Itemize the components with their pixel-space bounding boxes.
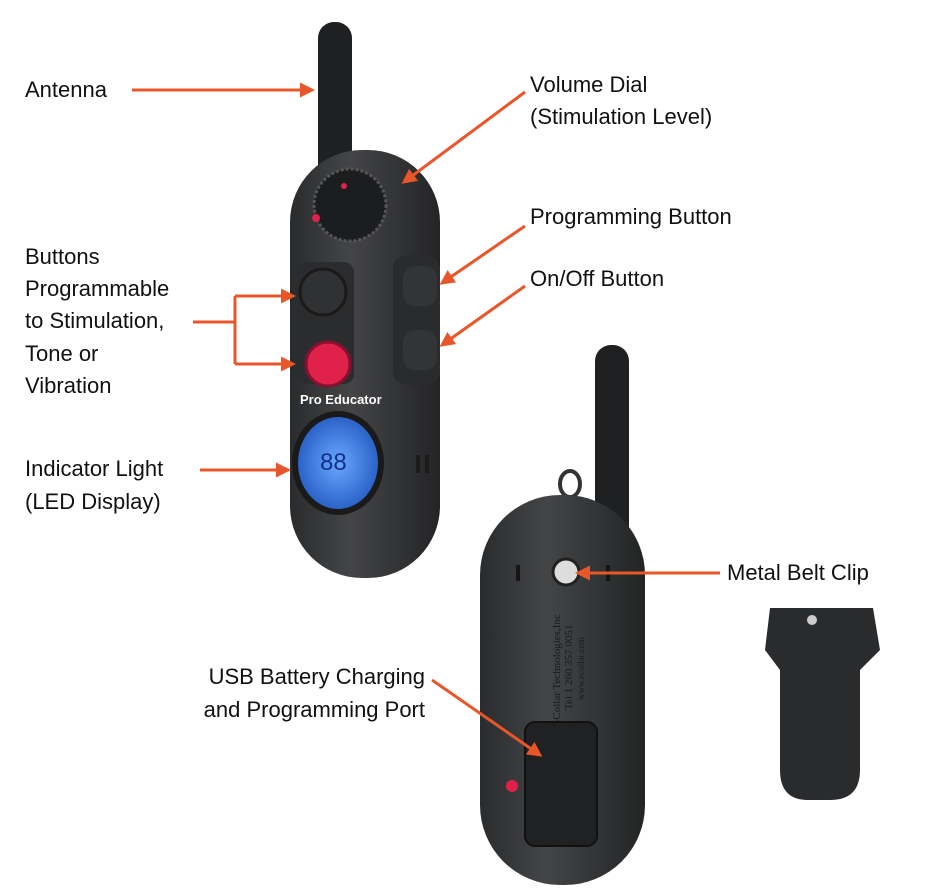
label-antenna: Antenna [25,77,107,102]
programmable-button-top[interactable] [298,267,348,317]
display-digits: 88 [320,449,347,476]
label-buttons-3: to Stimulation, [25,308,165,333]
back-company: E-Collar Technologies,Inc [551,614,563,730]
label-buttons-4: Tone or [25,341,99,366]
back-phone: Tel 1 260 357 0051 [563,625,575,710]
usb-port-cover[interactable] [524,721,598,847]
label-indicator-light: Indicator Light [25,456,164,481]
on-off-button[interactable] [403,330,437,370]
label-programming-button: Programming Button [530,204,732,229]
metal-belt-clip [765,608,880,800]
label-usb-port-sub: and Programming Port [203,697,425,722]
programmable-button-red[interactable] [304,340,352,388]
front-transmitter: 88 Pro Educator [290,22,440,578]
label-usb-port: USB Battery Charging [208,664,425,689]
back-indicator-light [506,780,518,792]
label-indicator-light-sub: (LED Display) [25,489,161,514]
back-transmitter: E-Collar Technologies,Inc Tel 1 260 357 … [480,345,645,885]
brand-text: Pro Educator [300,392,382,407]
back-website: www.ecollar.com [576,637,586,700]
volume-dial[interactable] [312,167,388,243]
callout-arrows [132,82,720,757]
label-on-off-button: On/Off Button [530,266,665,291]
programming-button[interactable] [403,266,437,306]
label-volume-dial-sub: (Stimulation Level) [530,104,713,129]
belt-clip-mount [551,557,581,587]
label-buttons-2: Programmable [25,276,170,301]
antenna [318,22,352,192]
label-buttons-1: Buttons [25,244,100,269]
label-volume-dial: Volume Dial [530,72,648,97]
label-metal-belt-clip: Metal Belt Clip [727,560,869,585]
label-buttons-5: Vibration [25,373,112,398]
